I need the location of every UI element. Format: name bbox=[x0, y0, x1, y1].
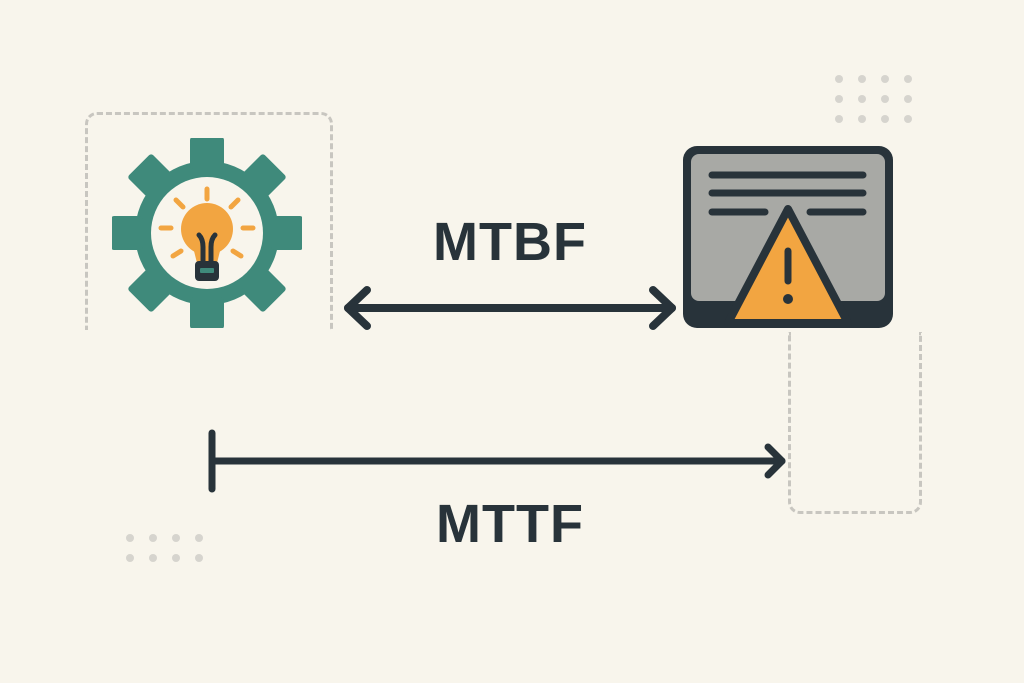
dot bbox=[835, 95, 843, 103]
dot bbox=[149, 534, 157, 542]
mttf-label: MTTF bbox=[436, 494, 584, 554]
dot bbox=[195, 554, 203, 562]
dot bbox=[858, 115, 866, 123]
dot bbox=[835, 115, 843, 123]
mttf-arrow bbox=[205, 428, 790, 494]
dot bbox=[195, 534, 203, 542]
dot bbox=[126, 534, 134, 542]
dot bbox=[858, 95, 866, 103]
dot bbox=[858, 75, 866, 83]
mtbf-label: MTBF bbox=[433, 212, 587, 272]
dot bbox=[904, 115, 912, 123]
dot bbox=[172, 534, 180, 542]
warning-screen-icon bbox=[680, 143, 896, 331]
dot bbox=[835, 75, 843, 83]
gear-lightbulb-icon bbox=[112, 138, 302, 328]
dot bbox=[904, 95, 912, 103]
mtbf-double-arrow bbox=[340, 285, 680, 331]
dot bbox=[172, 554, 180, 562]
dot bbox=[881, 75, 889, 83]
dot-grid-top-right bbox=[835, 75, 912, 123]
gear-dashed-frame bbox=[85, 112, 333, 330]
dot bbox=[126, 554, 134, 562]
dot bbox=[881, 115, 889, 123]
failure-dashed-frame bbox=[788, 332, 922, 514]
dot-grid-bottom-left bbox=[126, 534, 203, 562]
dot bbox=[881, 95, 889, 103]
dot bbox=[149, 554, 157, 562]
dot bbox=[904, 75, 912, 83]
